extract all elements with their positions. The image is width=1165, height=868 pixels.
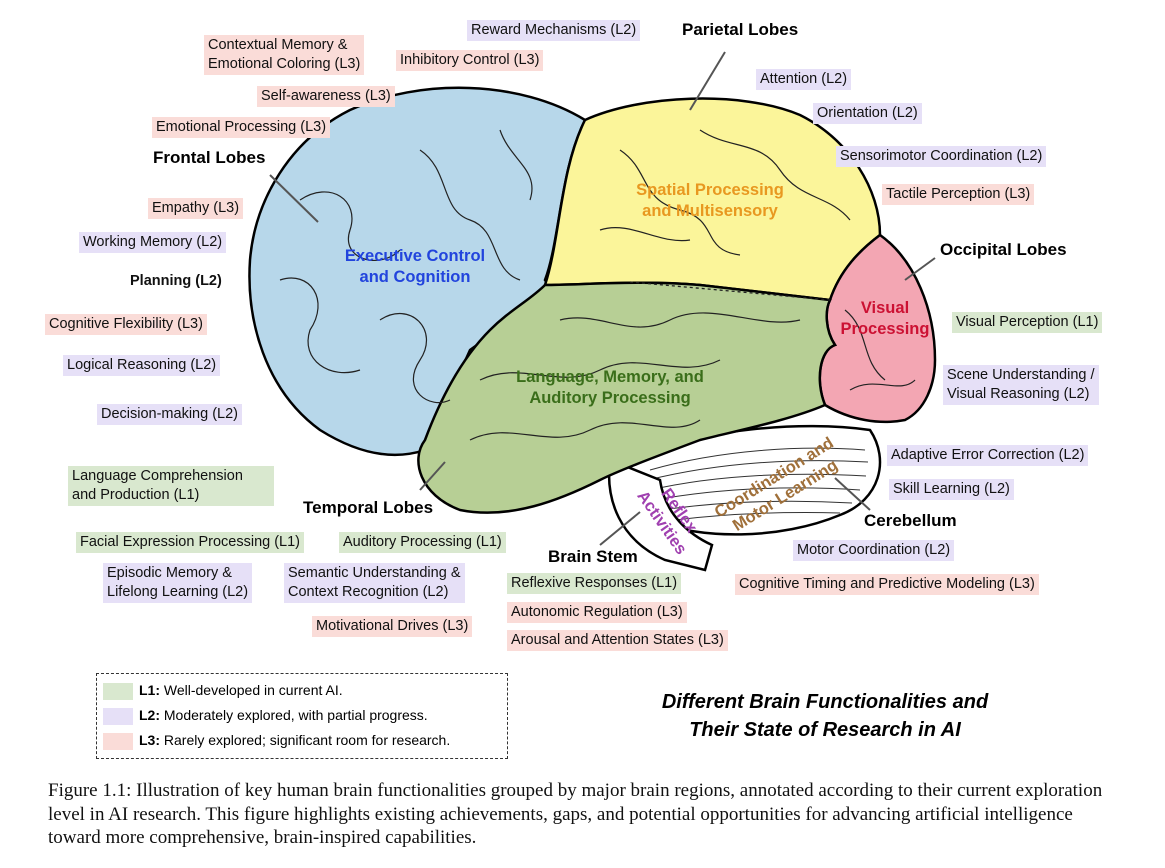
legend: L1: Well-developed in current AI. L2: Mo… — [96, 673, 508, 759]
function-label-autonomic: Autonomic Regulation (L3) — [507, 602, 687, 623]
cerebellum-folia — [647, 447, 869, 521]
parietal-lobes-title: Parietal Lobes — [682, 20, 799, 39]
figure-caption: Figure 1.1: Illustration of key human br… — [48, 780, 1103, 848]
function-label-logical-reasoning: Logical Reasoning (L2) — [63, 355, 221, 376]
brainstem-title: Brain Stem — [548, 547, 638, 566]
function-label-sensorimotor: Sensorimotor Coordination (L2) — [836, 146, 1047, 167]
legend-text-l2: Moderately explored, with partial progre… — [160, 707, 428, 723]
function-label-self-awareness: Self-awareness (L3) — [257, 86, 395, 107]
temporal-lobe-shape — [417, 281, 837, 514]
function-label-reward: Reward Mechanisms (L2) — [467, 20, 641, 41]
function-label-semantic: Semantic Understanding & Context Recogni… — [284, 563, 465, 603]
function-label-auditory: Auditory Processing (L1) — [339, 532, 506, 553]
legend-key-l3: L3: — [139, 732, 160, 748]
temporal-region-label: Language, Memory, and Auditory Processin… — [516, 368, 704, 407]
legend-swatch-l3 — [103, 732, 133, 750]
legend-text-l1: Well-developed in current AI. — [160, 682, 343, 698]
legend-row-l3: L3: Rarely explored; significant room fo… — [103, 732, 450, 750]
function-label-reflexive: Reflexive Responses (L1) — [507, 573, 682, 594]
legend-text-l3: Rarely explored; significant room for re… — [160, 732, 451, 748]
function-label-visual-perception: Visual Perception (L1) — [952, 312, 1103, 333]
cerebellum-title: Cerebellum — [864, 511, 957, 530]
function-label-decision-making: Decision-making (L2) — [97, 404, 242, 425]
function-label-emotional: Emotional Processing (L3) — [152, 117, 331, 138]
function-label-tactile: Tactile Perception (L3) — [882, 184, 1035, 205]
function-label-planning: Planning (L2) — [130, 273, 222, 289]
function-label-motivational: Motivational Drives (L3) — [312, 616, 473, 637]
function-label-episodic-memory: Episodic Memory & Lifelong Learning (L2) — [103, 563, 253, 603]
gyri-lines — [279, 129, 916, 441]
occipital-region-label: Visual Processing — [840, 299, 930, 338]
function-label-language-comprehension: Language Comprehension and Production (L… — [68, 466, 274, 506]
function-label-cognitive-timing: Cognitive Timing and Predictive Modeling… — [735, 574, 1039, 595]
function-label-contextual-memory: Contextual Memory & Emotional Coloring (… — [204, 35, 365, 75]
legend-key-l1: L1: — [139, 682, 160, 698]
leader-lines — [269, 51, 936, 546]
frontal-region-label: Executive Control and Cognition — [344, 247, 486, 286]
function-label-scene-understanding: Scene Understanding / Visual Reasoning (… — [943, 365, 1099, 405]
figure-title: Different Brain Functionalities and Thei… — [661, 691, 989, 741]
legend-swatch-l1 — [103, 682, 133, 700]
function-label-adaptive-error: Adaptive Error Correction (L2) — [887, 445, 1089, 466]
function-label-inhibitory: Inhibitory Control (L3) — [396, 50, 544, 71]
legend-swatch-l2 — [103, 707, 133, 725]
function-label-attention: Attention (L2) — [756, 69, 852, 90]
function-label-empathy: Empathy (L3) — [148, 198, 244, 219]
function-label-working-memory: Working Memory (L2) — [79, 232, 227, 253]
legend-row-l1: L1: Well-developed in current AI. — [103, 682, 343, 700]
parietal-region-label: Spatial Processing and Multisensory — [636, 181, 784, 220]
legend-row-l2: L2: Moderately explored, with partial pr… — [103, 707, 428, 725]
occipital-lobes-title: Occipital Lobes — [940, 240, 1067, 259]
function-label-skill-learning: Skill Learning (L2) — [889, 479, 1014, 500]
function-label-arousal: Arousal and Attention States (L3) — [507, 630, 728, 651]
function-label-cognitive-flexibility: Cognitive Flexibility (L3) — [45, 314, 207, 335]
brainstem-shape — [607, 458, 714, 572]
function-label-orientation: Orientation (L2) — [813, 103, 922, 124]
legend-key-l2: L2: — [139, 707, 160, 723]
frontal-lobes-title: Frontal Lobes — [153, 148, 266, 167]
temporal-lobes-title: Temporal Lobes — [303, 498, 434, 517]
function-label-facial-expression: Facial Expression Processing (L1) — [76, 532, 305, 553]
function-label-motor-coordination: Motor Coordination (L2) — [793, 540, 955, 561]
